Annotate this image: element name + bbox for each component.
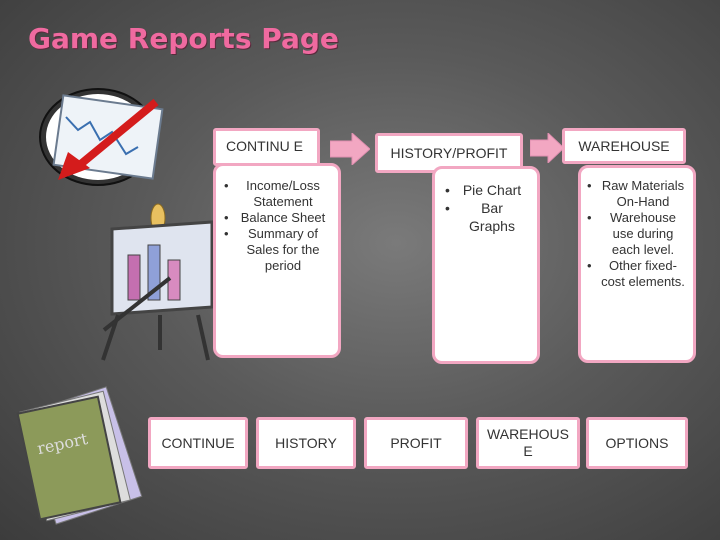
continue-header-label: CONTINU E <box>226 138 303 154</box>
continue-button[interactable]: CONTINUE <box>148 417 248 469</box>
continue-header[interactable]: CONTINU E <box>213 128 320 166</box>
profit-button[interactable]: PROFIT <box>364 417 468 469</box>
list-item: Balance Sheet <box>224 210 330 226</box>
continue-panel: Income/Loss Statement Balance Sheet Summ… <box>213 163 341 358</box>
flow-arrow-icon <box>330 133 370 165</box>
history-chart-list: Pie Chart Bar Graphs <box>445 181 527 235</box>
list-item: Summary of Sales for the period <box>224 226 330 274</box>
list-item: Bar Graphs <box>445 199 527 235</box>
list-item: Raw Materials On-Hand <box>587 178 687 210</box>
list-item: Income/Loss Statement <box>224 178 330 210</box>
warehouse-detail-list: Raw Materials On-Hand Warehouse use duri… <box>587 178 687 290</box>
warehouse-button-label: WAREHOUS E <box>487 426 569 459</box>
continue-report-list: Income/Loss Statement Balance Sheet Summ… <box>224 178 330 274</box>
list-item: Other fixed-cost elements. <box>587 258 687 290</box>
history-button[interactable]: HISTORY <box>256 417 356 469</box>
report-book-clipart: report <box>16 386 143 525</box>
continue-button-label: CONTINUE <box>161 435 235 451</box>
warehouse-header-label: WAREHOUSE <box>578 138 670 154</box>
history-button-label: HISTORY <box>275 435 337 451</box>
profit-button-label: PROFIT <box>390 435 442 451</box>
page-title: Game Reports Page <box>28 22 339 55</box>
list-item: Warehouse use during each level. <box>587 210 687 258</box>
warehouse-header[interactable]: WAREHOUSE <box>562 128 686 164</box>
warehouse-panel: Raw Materials On-Hand Warehouse use duri… <box>578 165 696 363</box>
history-panel: Pie Chart Bar Graphs <box>432 166 540 364</box>
history-profit-header-label: HISTORY/PROFIT <box>390 145 508 161</box>
list-item: Pie Chart <box>445 181 527 199</box>
options-button-label: OPTIONS <box>605 435 669 451</box>
flow-arrow-icon <box>530 133 564 163</box>
warehouse-button[interactable]: WAREHOUS E <box>476 417 580 469</box>
easel-chart-clipart <box>101 203 214 361</box>
declining-chart-clipart <box>39 88 164 186</box>
options-button[interactable]: OPTIONS <box>586 417 688 469</box>
